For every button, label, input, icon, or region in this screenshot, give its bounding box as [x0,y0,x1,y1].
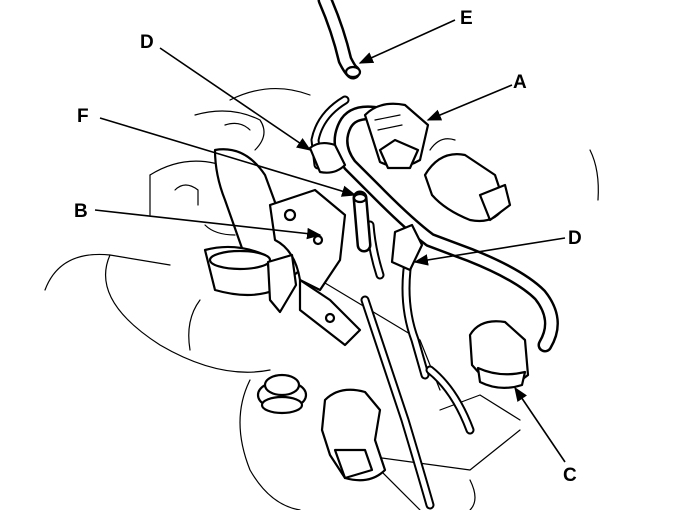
connector-side [423,153,512,223]
vacuum-hose-e [317,0,362,80]
label-e: E [460,8,473,29]
connector-a [363,102,430,170]
leader-c [514,386,566,463]
bolt [256,373,308,415]
leader-f [99,117,357,197]
connector-c [468,320,530,389]
intake-pipe [203,148,302,297]
label-d-top: D [140,32,154,53]
label-f: F [77,106,89,127]
leader-b [94,209,322,240]
callout-labels: A B C D D E F [74,8,582,486]
label-b: B [74,201,88,222]
leader-lines [94,19,566,463]
label-a: A [513,72,527,93]
leader-a [426,84,513,121]
label-c: C [563,465,577,486]
leader-d-right [413,237,566,266]
hose-clip-upper [308,141,347,174]
leader-d-top [159,47,312,151]
bracket [266,188,362,347]
connector-bottom [320,388,387,482]
leader-e [358,19,456,64]
pipe-f [352,190,372,253]
label-d-right: D [568,228,582,249]
